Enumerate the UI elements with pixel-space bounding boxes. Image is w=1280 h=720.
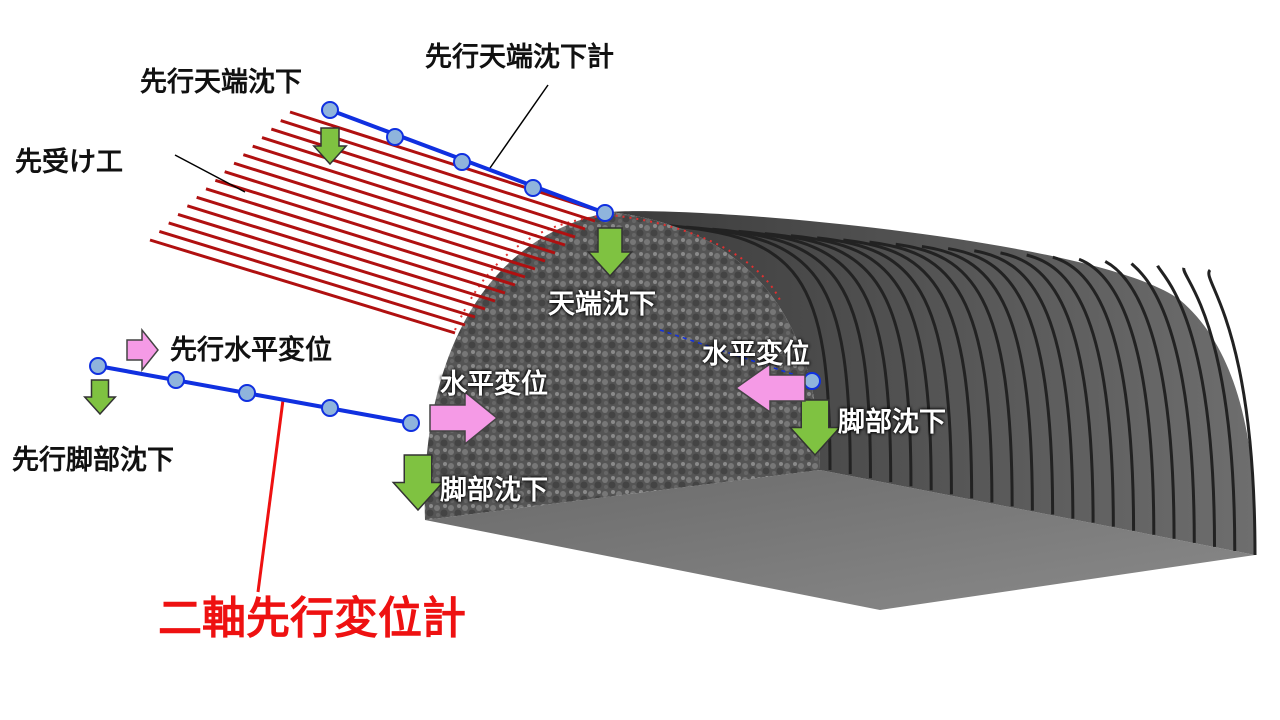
steel-rib xyxy=(1156,264,1217,547)
tunnel-floor xyxy=(425,470,1255,610)
steel-rib xyxy=(869,240,994,503)
steel-rib xyxy=(1026,253,1115,527)
label-footing-settlement-right: 脚部沈下 xyxy=(838,407,946,438)
gauge-node xyxy=(321,101,339,119)
label-pre-crown-settlement: 先行天端沈下 xyxy=(140,67,302,98)
forepoling-rod xyxy=(205,187,516,287)
gauge-node xyxy=(321,399,339,417)
gauge-nodes xyxy=(89,101,821,432)
leader-biaxial-gauge xyxy=(256,399,285,593)
label-biaxial-gauge: 二軸先行変位計 xyxy=(158,593,466,644)
forepoling-rod xyxy=(196,195,506,295)
label-pre-horizontal-displacement: 先行水平変位 xyxy=(170,335,332,366)
label-footing-settlement-left: 脚部沈下 xyxy=(440,475,548,506)
forepoling-rod xyxy=(261,136,576,239)
forepoling-rod xyxy=(177,212,486,311)
down-arrow-icon xyxy=(788,399,842,457)
steel-rib xyxy=(1052,255,1136,531)
steel-rib xyxy=(974,249,1075,519)
steel-rib xyxy=(816,236,953,495)
steel-rib xyxy=(1104,260,1176,539)
forepoling-rod xyxy=(242,153,556,255)
pre-horizontal-arrow xyxy=(126,327,159,373)
label-pre-footing-settlement: 先行脚部沈下 xyxy=(12,445,174,476)
settlement-arrows xyxy=(83,127,842,512)
steel-rib xyxy=(895,242,1014,507)
steel-rib xyxy=(1000,251,1095,523)
steel-rib xyxy=(1182,267,1237,551)
steel-rib xyxy=(1078,257,1156,535)
gauge-node xyxy=(524,179,542,197)
forepoling-rod xyxy=(168,221,476,319)
gauge-node xyxy=(596,204,614,222)
tunnel-shell xyxy=(610,211,1256,555)
gauge-node xyxy=(453,153,471,171)
label-horizontal-displacement-right: 水平変位 xyxy=(702,339,810,370)
steel-rib xyxy=(947,247,1055,515)
label-crown-settlement: 天端沈下 xyxy=(548,289,656,320)
steel-rib xyxy=(1207,268,1257,556)
gauge-node xyxy=(89,357,107,375)
gauge-node xyxy=(402,414,420,432)
forepoling-rod xyxy=(224,170,536,271)
forepoling-rod xyxy=(186,204,496,303)
forepoling-rods xyxy=(149,110,606,335)
down-arrow-icon xyxy=(83,379,117,416)
gauge-node xyxy=(386,128,404,146)
steel-rib xyxy=(712,227,872,479)
forepoling-rod xyxy=(252,144,566,247)
horizontal-arrow-left-face xyxy=(429,390,499,446)
gauge-node xyxy=(803,372,821,390)
horizontal-arrow-right-face xyxy=(734,362,806,414)
forepoling-rod xyxy=(233,161,546,263)
leader-pre-crown-gauge xyxy=(489,84,549,169)
down-arrow-icon xyxy=(312,127,348,166)
steel-ribs xyxy=(659,223,1257,556)
forepoling-rod xyxy=(289,110,606,215)
steel-rib xyxy=(790,234,933,491)
forepoling-rod xyxy=(214,178,526,279)
steel-rib xyxy=(764,232,913,487)
forepoling-rod xyxy=(149,238,456,335)
leader-forepoling xyxy=(174,154,246,193)
steel-rib xyxy=(686,225,852,475)
tunnel-face xyxy=(424,212,820,520)
steel-rib xyxy=(1130,262,1196,543)
label-pre-crown-settlement-gauge: 先行天端沈下計 xyxy=(425,42,614,73)
label-forepoling: 先受け工 xyxy=(15,147,123,178)
steel-rib xyxy=(921,244,1034,511)
gauge-node xyxy=(167,371,185,389)
label-horizontal-displacement-left: 水平変位 xyxy=(440,369,548,400)
down-arrow-icon xyxy=(586,227,634,278)
horizontal-measure-line xyxy=(659,329,811,381)
down-arrow-icon xyxy=(391,454,445,512)
forepoling-rod xyxy=(158,230,466,327)
steel-rib xyxy=(738,229,893,483)
steel-rib xyxy=(843,238,974,499)
gauge-node xyxy=(238,384,256,402)
